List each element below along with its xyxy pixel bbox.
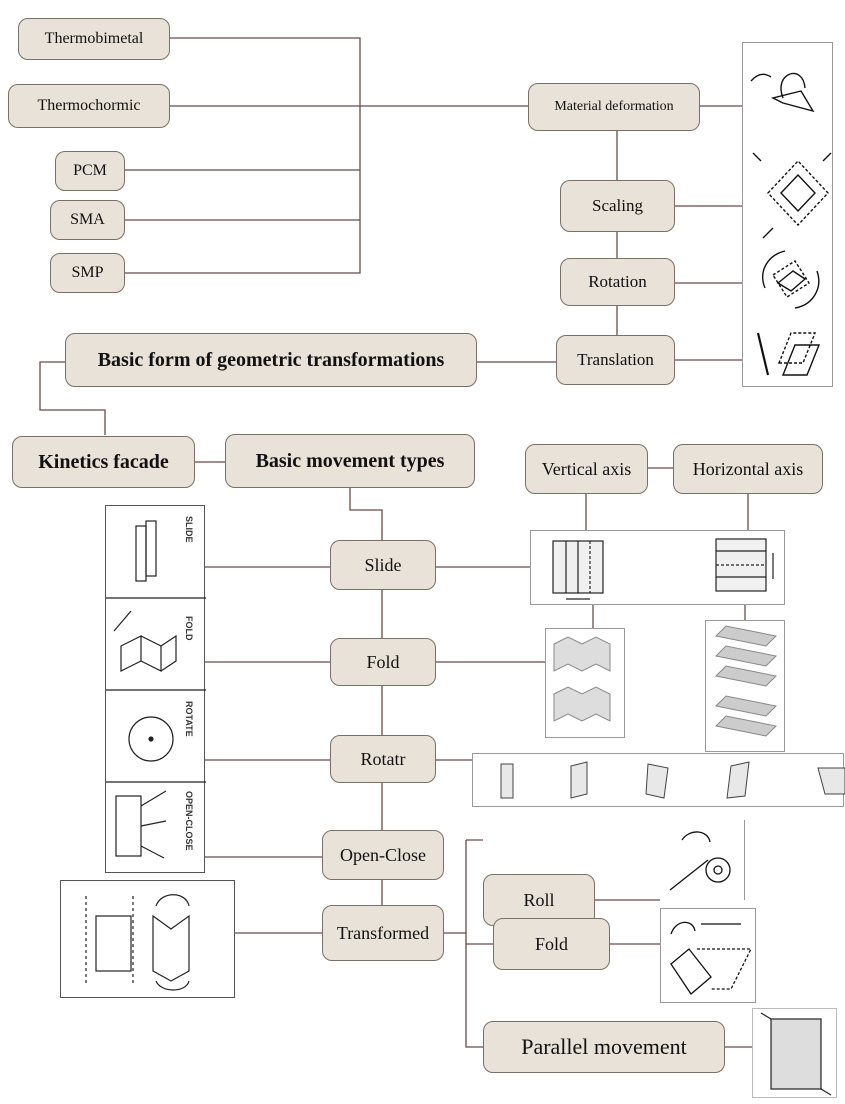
- node-label: Horizontal axis: [692, 458, 804, 479]
- fold-transform-icon: [670, 921, 753, 995]
- transformed-icon: [85, 894, 190, 991]
- rotate-icon: [128, 716, 174, 762]
- node-label: Transformed: [336, 922, 430, 943]
- node-label: Parallel movement: [521, 1034, 687, 1059]
- open-close-node: Open-Close: [322, 830, 444, 880]
- rotation-node: Rotation: [560, 258, 675, 306]
- node-label: Vertical axis: [541, 458, 632, 479]
- node-label: Basic form of geometric transformations: [97, 348, 445, 371]
- slide-icon-label: SLIDE: [184, 516, 194, 543]
- rotate-sequence-panel: [472, 753, 845, 807]
- node-label: Rotatr: [360, 748, 406, 769]
- vertical-axis-node: Vertical axis: [525, 444, 648, 494]
- fold-transform-panel: [660, 908, 756, 1003]
- basic-form-node: Basic form of geometric transformations: [65, 333, 477, 387]
- node-label: Fold: [534, 933, 568, 954]
- material-pcm: PCM: [55, 151, 125, 191]
- node-label: Material deformation: [554, 99, 674, 114]
- rotate-icon-label: ROTATE: [184, 701, 194, 737]
- movement-icons-panel: SLIDE FOLD ROTATE OPEN-CLOSE: [105, 505, 206, 873]
- open-close-icon: [115, 795, 142, 857]
- kinetics-facade-node: Kinetics facade: [12, 436, 195, 488]
- node-label: Slide: [364, 554, 402, 575]
- material-deformation-node: Material deformation: [528, 83, 700, 131]
- horizontal-fold-icon: [714, 625, 778, 737]
- node-label: Fold: [366, 651, 400, 672]
- vertical-fold-icon: [553, 636, 611, 722]
- transformation-icons: [750, 72, 832, 376]
- node-label: Roll: [523, 889, 555, 910]
- material-label: SMP: [71, 264, 104, 281]
- parallel-panel: [752, 1008, 837, 1098]
- material-sma: SMA: [50, 200, 125, 240]
- rotate-node: Rotatr: [330, 735, 436, 783]
- deformation-icon: [770, 90, 815, 113]
- node-label: Rotation: [588, 272, 647, 291]
- roll-icon: [669, 831, 731, 891]
- scaling-icon: [767, 159, 829, 227]
- scaling-node: Scaling: [560, 180, 675, 232]
- slide-icon: [135, 525, 147, 582]
- fold-icon-label: FOLD: [184, 616, 194, 641]
- open-close-icon-label: OPEN-CLOSE: [184, 791, 194, 851]
- parallel-icon: [760, 1012, 832, 1096]
- node-label: Kinetics facade: [38, 450, 169, 473]
- translation-node: Translation: [556, 335, 675, 385]
- material-label: Thermobimetal: [44, 30, 144, 47]
- basic-movement-node: Basic movement types: [225, 434, 475, 488]
- rotate-sequence-icons: [500, 761, 845, 799]
- material-label: SMA: [70, 211, 105, 228]
- parallel-movement-node: Parallel movement: [483, 1021, 725, 1073]
- rotation-icon: [772, 260, 810, 298]
- axes-panel: [530, 530, 785, 605]
- roll-panel: [660, 820, 745, 900]
- fold-icon: [120, 635, 142, 672]
- vertical-fold-panel: [545, 628, 625, 738]
- transformed-panel: [60, 880, 235, 998]
- node-label: Basic movement types: [255, 449, 445, 472]
- material-thermobimetal: Thermobimetal: [18, 18, 170, 60]
- material-smp: SMP: [50, 253, 125, 293]
- movement-icons: [106, 520, 206, 859]
- axes-illustration: [552, 538, 774, 600]
- node-label: Open-Close: [340, 844, 426, 865]
- transformed-node: Transformed: [322, 905, 444, 961]
- node-label: Translation: [577, 350, 654, 369]
- material-label: PCM: [73, 162, 107, 179]
- fold-node: Fold: [330, 638, 436, 686]
- horizontal-fold-panel: [705, 620, 785, 752]
- slide-node: Slide: [330, 540, 436, 590]
- material-thermochromic: Thermochormic: [8, 84, 170, 128]
- translation-icon: [756, 332, 770, 376]
- roll-node: Roll: [483, 874, 595, 926]
- material-label: Thermochormic: [37, 97, 141, 114]
- transformed-fold-node: Fold: [493, 918, 610, 970]
- node-label: Scaling: [592, 196, 643, 215]
- horizontal-axis-node: Horizontal axis: [673, 444, 823, 494]
- transformation-icons-panel: [742, 42, 833, 387]
